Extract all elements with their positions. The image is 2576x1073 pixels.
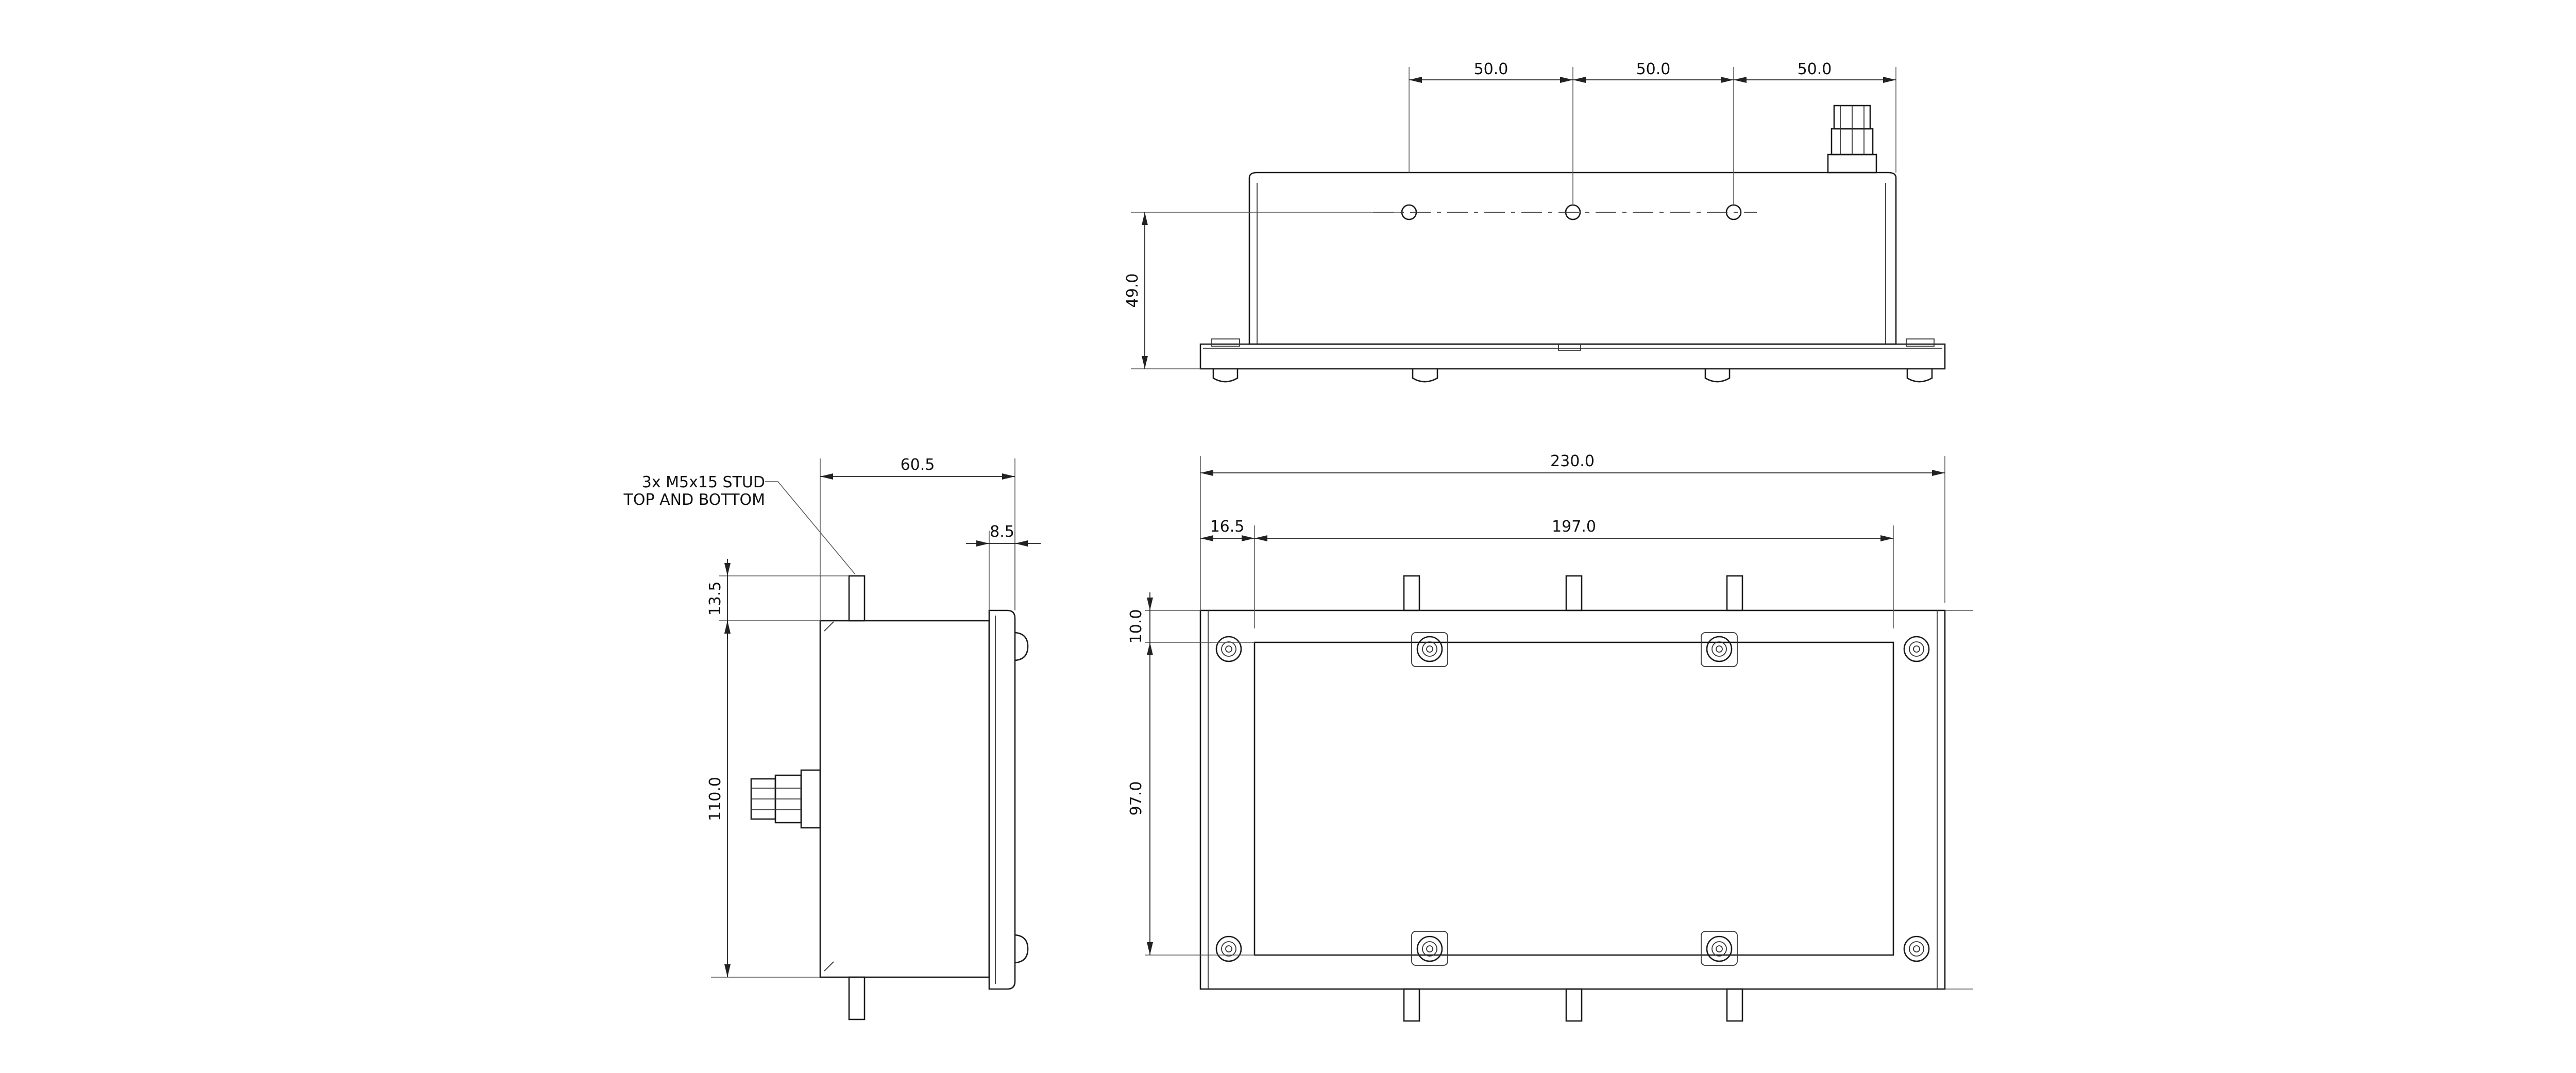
dim-side-lid: 8.5 — [990, 523, 1014, 541]
dim-plan-length: 230.0 — [1550, 452, 1595, 470]
dim-plan-offset: 16.5 — [1210, 518, 1245, 536]
dim-side-stud: 13.5 — [706, 582, 724, 616]
note-stud-line2: TOP AND BOTTOM — [623, 491, 765, 509]
dim-plan-inner-height: 97.0 — [1127, 781, 1145, 816]
dim-front-spacing-2: 50.0 — [1636, 60, 1671, 78]
dim-side-depth: 60.5 — [901, 456, 935, 474]
dim-plan-top: 10.0 — [1127, 609, 1145, 644]
dim-front-height: 49.0 — [1124, 274, 1142, 308]
note-stud-line1: 3x M5x15 STUD — [642, 473, 765, 491]
side-view: 3x M5x15 STUD TOP AND BOTTOM 60.5 8.5 13… — [623, 456, 1041, 1020]
dim-plan-inner: 197.0 — [1552, 518, 1596, 536]
dim-side-height: 110.0 — [706, 777, 724, 821]
dim-front-spacing-1: 50.0 — [1474, 60, 1509, 78]
plan-view: 230.0 16.5 197.0 10.0 97.0 — [1127, 452, 1973, 1022]
dim-front-spacing-3: 50.0 — [1798, 60, 1832, 78]
front-view: 50.0 50.0 50.0 49.0 — [1124, 60, 1946, 383]
plan-screws — [1215, 632, 1930, 966]
